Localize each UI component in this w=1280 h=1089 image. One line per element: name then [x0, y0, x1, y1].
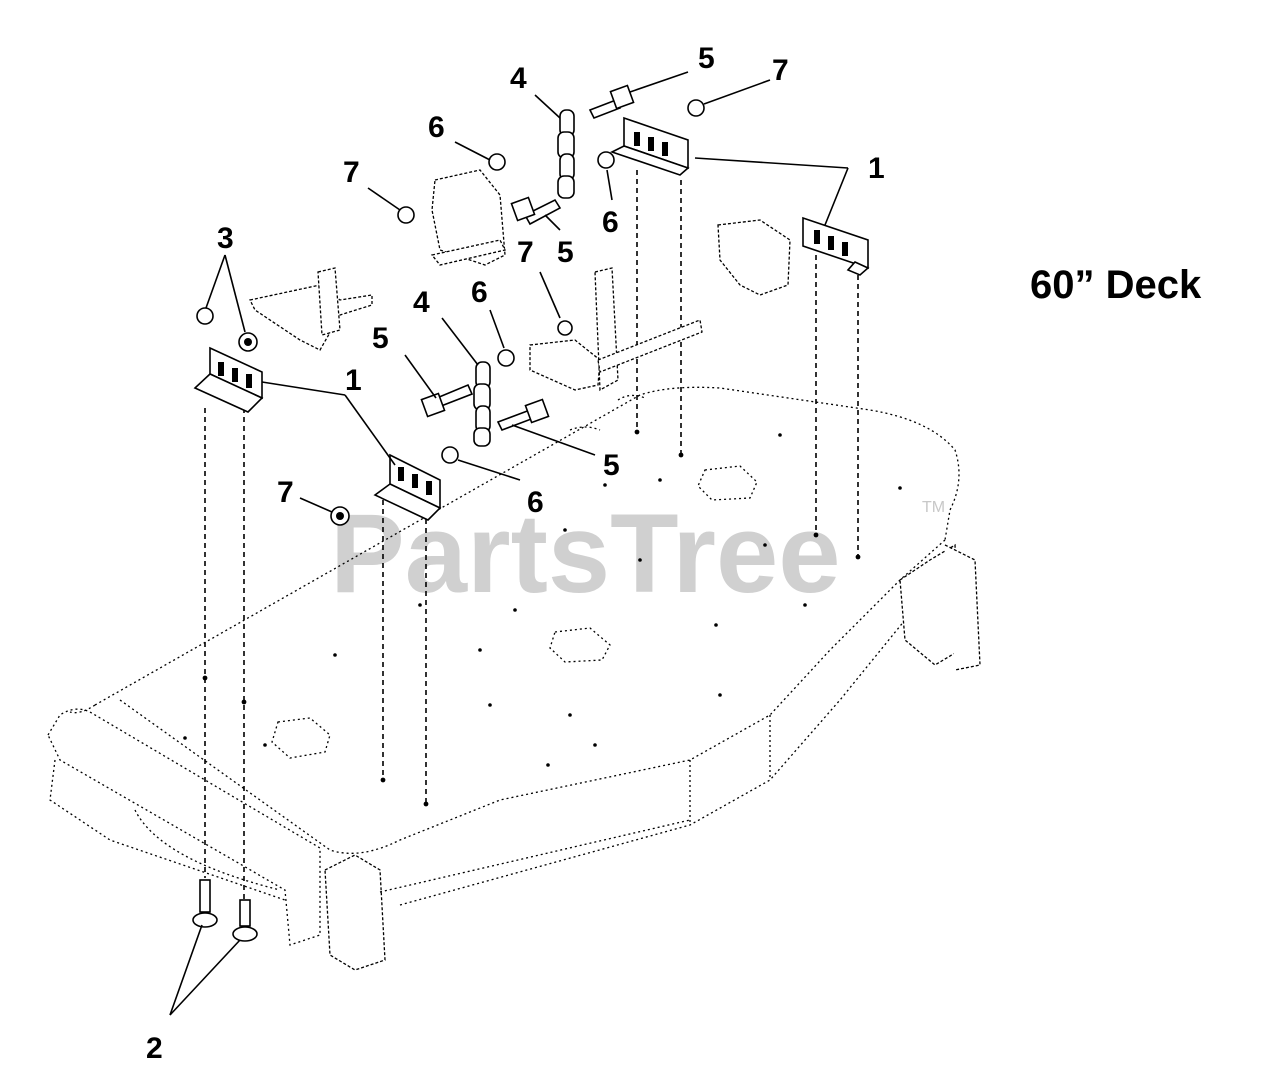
callout-7: 7: [517, 236, 534, 269]
mower-deck: [47, 386, 981, 971]
callout-7: 7: [772, 54, 789, 87]
bracket-part-1: [193, 116, 870, 521]
callout-5: 5: [372, 322, 389, 355]
callout-5: 5: [603, 449, 620, 482]
callout-4: 4: [413, 286, 430, 319]
callout-6: 6: [428, 111, 445, 144]
callout-7: 7: [343, 156, 360, 189]
chain-part-4: [473, 109, 575, 447]
callout-6: 6: [527, 486, 544, 519]
nuts: [196, 99, 705, 526]
diagram-title: 60” Deck: [1030, 263, 1202, 307]
callout-6: 6: [471, 276, 488, 309]
callout-5: 5: [557, 236, 574, 269]
callout-1: 1: [345, 364, 362, 397]
leader-lines: [169, 71, 849, 1016]
callout-6: 6: [602, 206, 619, 239]
callout-labels: 1 1 2 3 4 4 5 5 5 5 6 6 6 6 7 7 7 7: [146, 42, 885, 1065]
callout-1: 1: [868, 152, 885, 185]
carriage-bolt-part-2: [192, 879, 258, 942]
callout-5: 5: [698, 42, 715, 75]
callout-3: 3: [217, 222, 234, 255]
callout-4: 4: [510, 62, 527, 95]
callout-7: 7: [277, 476, 294, 509]
alignment-lines: [204, 170, 859, 900]
deck-hanger-arms: [249, 169, 791, 392]
callout-2: 2: [146, 1032, 163, 1065]
bolt-part-5: [420, 84, 635, 432]
watermark-trademark: TM: [922, 499, 945, 516]
